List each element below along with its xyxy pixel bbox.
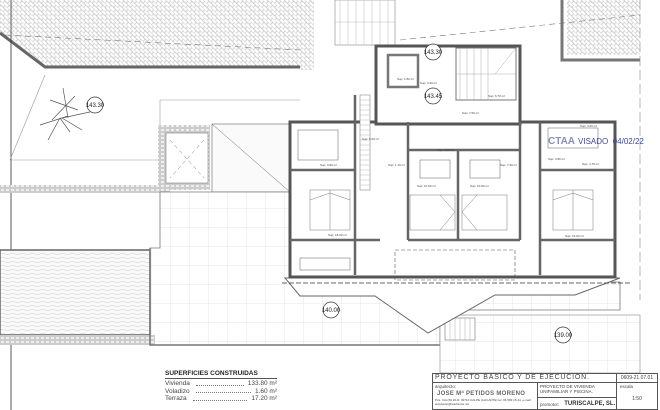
svg-text:Sup: 1.70 m²: Sup: 1.70 m² — [388, 163, 405, 167]
level-marker: 143.30 — [86, 96, 105, 114]
promoter-name: TURISCALPE, SL. — [564, 401, 616, 407]
architect-address: Pza. CALITA 20-D. 03710 CALPE (ALICANTE)… — [435, 398, 532, 406]
stone-border — [0, 185, 170, 193]
title-block: PROYECTO BÁSICO Y DE EJECUCIÓN. 0609-21.… — [432, 373, 658, 410]
roof-hatch-right — [567, 0, 640, 55]
svg-text:Sup: 16.00 m²: Sup: 16.00 m² — [565, 234, 584, 238]
stair-strip — [359, 94, 371, 191]
level-marker: 143.45 — [424, 87, 443, 105]
wall-hatch-mid — [300, 0, 314, 70]
upper-block — [374, 44, 522, 126]
palm-tree — [39, 87, 91, 141]
svg-text:Sup: 3.30 m²: Sup: 3.30 m² — [420, 81, 437, 85]
svg-text:140.00: 140.00 — [322, 308, 341, 314]
balcony-outline — [283, 277, 621, 334]
svg-text:Sup: 3.90 m²: Sup: 3.90 m² — [320, 163, 337, 167]
architect-name: JOSE Mª PETIDOS MORENO — [437, 391, 526, 397]
level-marker: 139.00 — [554, 326, 573, 344]
level-markers: 143.30 143.30 143.45 140.00 139.00 — [86, 43, 573, 344]
svg-text:Sup: 4.20 m²: Sup: 4.20 m² — [580, 124, 597, 128]
roof-hatch-left — [0, 0, 300, 67]
level-marker: 143.30 — [424, 43, 443, 61]
svg-text:Sup: 18.00 m²: Sup: 18.00 m² — [328, 233, 347, 237]
scale: 1:50 — [632, 396, 642, 402]
svg-text:Sup: 1.80 m²: Sup: 1.80 m² — [397, 77, 414, 81]
svg-text:Sup: 7.60 m²: Sup: 7.60 m² — [462, 111, 479, 115]
project-name: PROYECTO DE VIVIENDA UNIFAMILIAR Y PISCI… — [538, 383, 616, 398]
level-marker: 140.00 — [322, 301, 341, 319]
svg-text:Sup: 6.70 m²: Sup: 6.70 m² — [488, 94, 505, 98]
svg-text:139.00: 139.00 — [554, 333, 573, 339]
svg-text:143.30: 143.30 — [424, 50, 443, 56]
project-type: PROYECTO BÁSICO Y DE EJECUCIÓN. — [435, 374, 590, 381]
drawing-code: 0609-21.07.01 — [616, 374, 657, 382]
svg-text:Sup: 5.00 m²: Sup: 5.00 m² — [362, 137, 379, 141]
beds — [309, 189, 594, 231]
svg-text:Sup: 7.60 m²: Sup: 7.60 m² — [500, 163, 517, 167]
svg-text:143.45: 143.45 — [424, 94, 443, 100]
svg-text:Sup: 10.60 m²: Sup: 10.60 m² — [417, 184, 436, 188]
room-labels: Sup: 1.80 m² Sup: 3.30 m² Sup: 6.70 m² S… — [320, 77, 599, 238]
pool — [0, 249, 151, 336]
svg-text:Sup: 4.70 m²: Sup: 4.70 m² — [582, 162, 599, 166]
svg-text:Sup: 3.20 m²: Sup: 3.20 m² — [437, 148, 454, 152]
svg-text:Sup: 3.80 m²: Sup: 3.80 m² — [548, 157, 565, 161]
svg-text:143.30: 143.30 — [86, 103, 105, 109]
area-summary-title: SUPERFICIES CONSTRUIDAS — [165, 370, 277, 379]
svg-text:Sup: 10.80 m²: Sup: 10.80 m² — [470, 184, 489, 188]
